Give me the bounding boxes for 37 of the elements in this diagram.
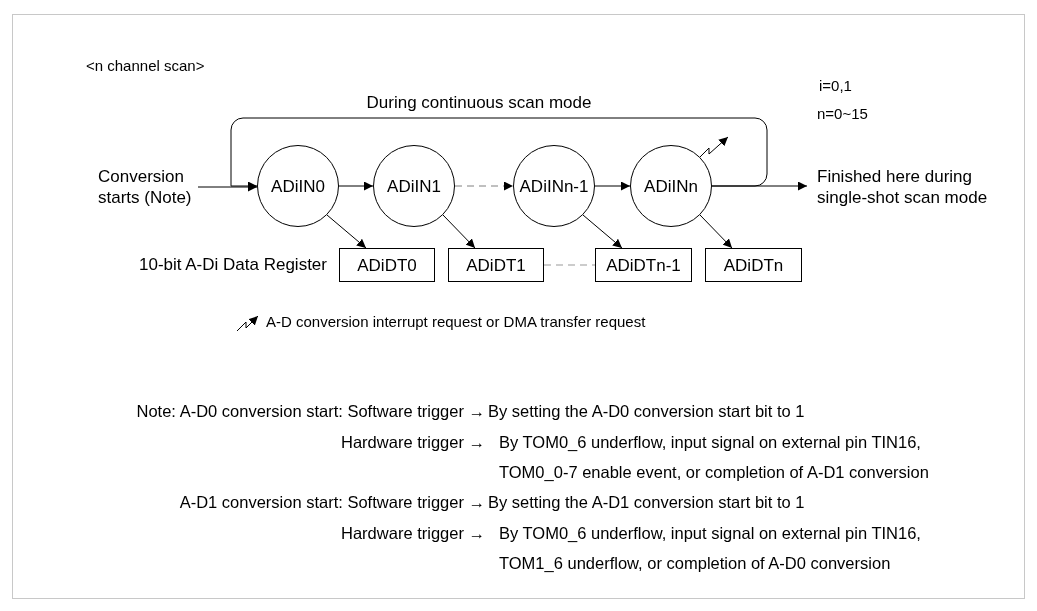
row-label: 10-bit A-Di Data Register bbox=[138, 255, 327, 274]
arrow bbox=[442, 214, 476, 249]
register-box bbox=[339, 248, 435, 282]
note-text: Hardware trigger → bbox=[341, 433, 485, 452]
node-text: Conversion starts (Note) bbox=[98, 166, 193, 208]
node-text: Finished here during single-shot scan mode bbox=[817, 166, 989, 208]
heading-text: <n channel scan> bbox=[86, 56, 205, 75]
arrow bbox=[594, 181, 631, 191]
legend-text: A-D conversion interrupt request or DMA transfer request bbox=[266, 312, 646, 330]
register-name: ADiDTn-1 bbox=[606, 254, 681, 276]
channel-name: ADiIN1 bbox=[387, 175, 441, 197]
register-name: ADiDT1 bbox=[466, 254, 526, 276]
arrow bbox=[326, 214, 367, 249]
interrupt-request-arrow bbox=[699, 136, 729, 158]
register-box bbox=[448, 248, 544, 282]
arrow bbox=[454, 181, 514, 191]
channel-name: ADiIN0 bbox=[271, 175, 325, 197]
note-text: By setting the A-D1 conversion start bit to 1 bbox=[488, 493, 805, 512]
register-name: ADiDTn bbox=[723, 254, 784, 276]
arrow bbox=[582, 214, 623, 249]
note-text: A-D1 conversion start: Software trigger → bbox=[179, 493, 485, 512]
note-text: By TOM0_6 underflow, input signal on external pin TIN16, bbox=[499, 433, 921, 452]
arrow bbox=[338, 181, 374, 191]
note-text: TOM1_6 underflow, or completion of A-D0 conversion bbox=[499, 554, 891, 573]
register-box bbox=[595, 248, 692, 282]
note-text: Hardware trigger → bbox=[341, 524, 485, 543]
register-box bbox=[705, 248, 802, 282]
register-name: ADiDT0 bbox=[357, 254, 417, 276]
index-range-text: n=0~15 bbox=[817, 104, 868, 123]
note-text: Note: A-D0 conversion start: Software trigger → bbox=[136, 402, 485, 421]
arrow bbox=[699, 214, 733, 249]
note-text: By setting the A-D0 conversion start bit to 1 bbox=[488, 402, 805, 421]
note-text: TOM0_0-7 enable event, or completion of A-D1 conversion bbox=[499, 463, 929, 482]
channel-name: ADiINn-1 bbox=[519, 175, 589, 197]
index-range-text: i=0,1 bbox=[819, 76, 852, 95]
channel-name: ADiINn bbox=[644, 175, 698, 197]
note-text: By TOM0_6 underflow, input signal on external pin TIN16, bbox=[499, 524, 921, 543]
